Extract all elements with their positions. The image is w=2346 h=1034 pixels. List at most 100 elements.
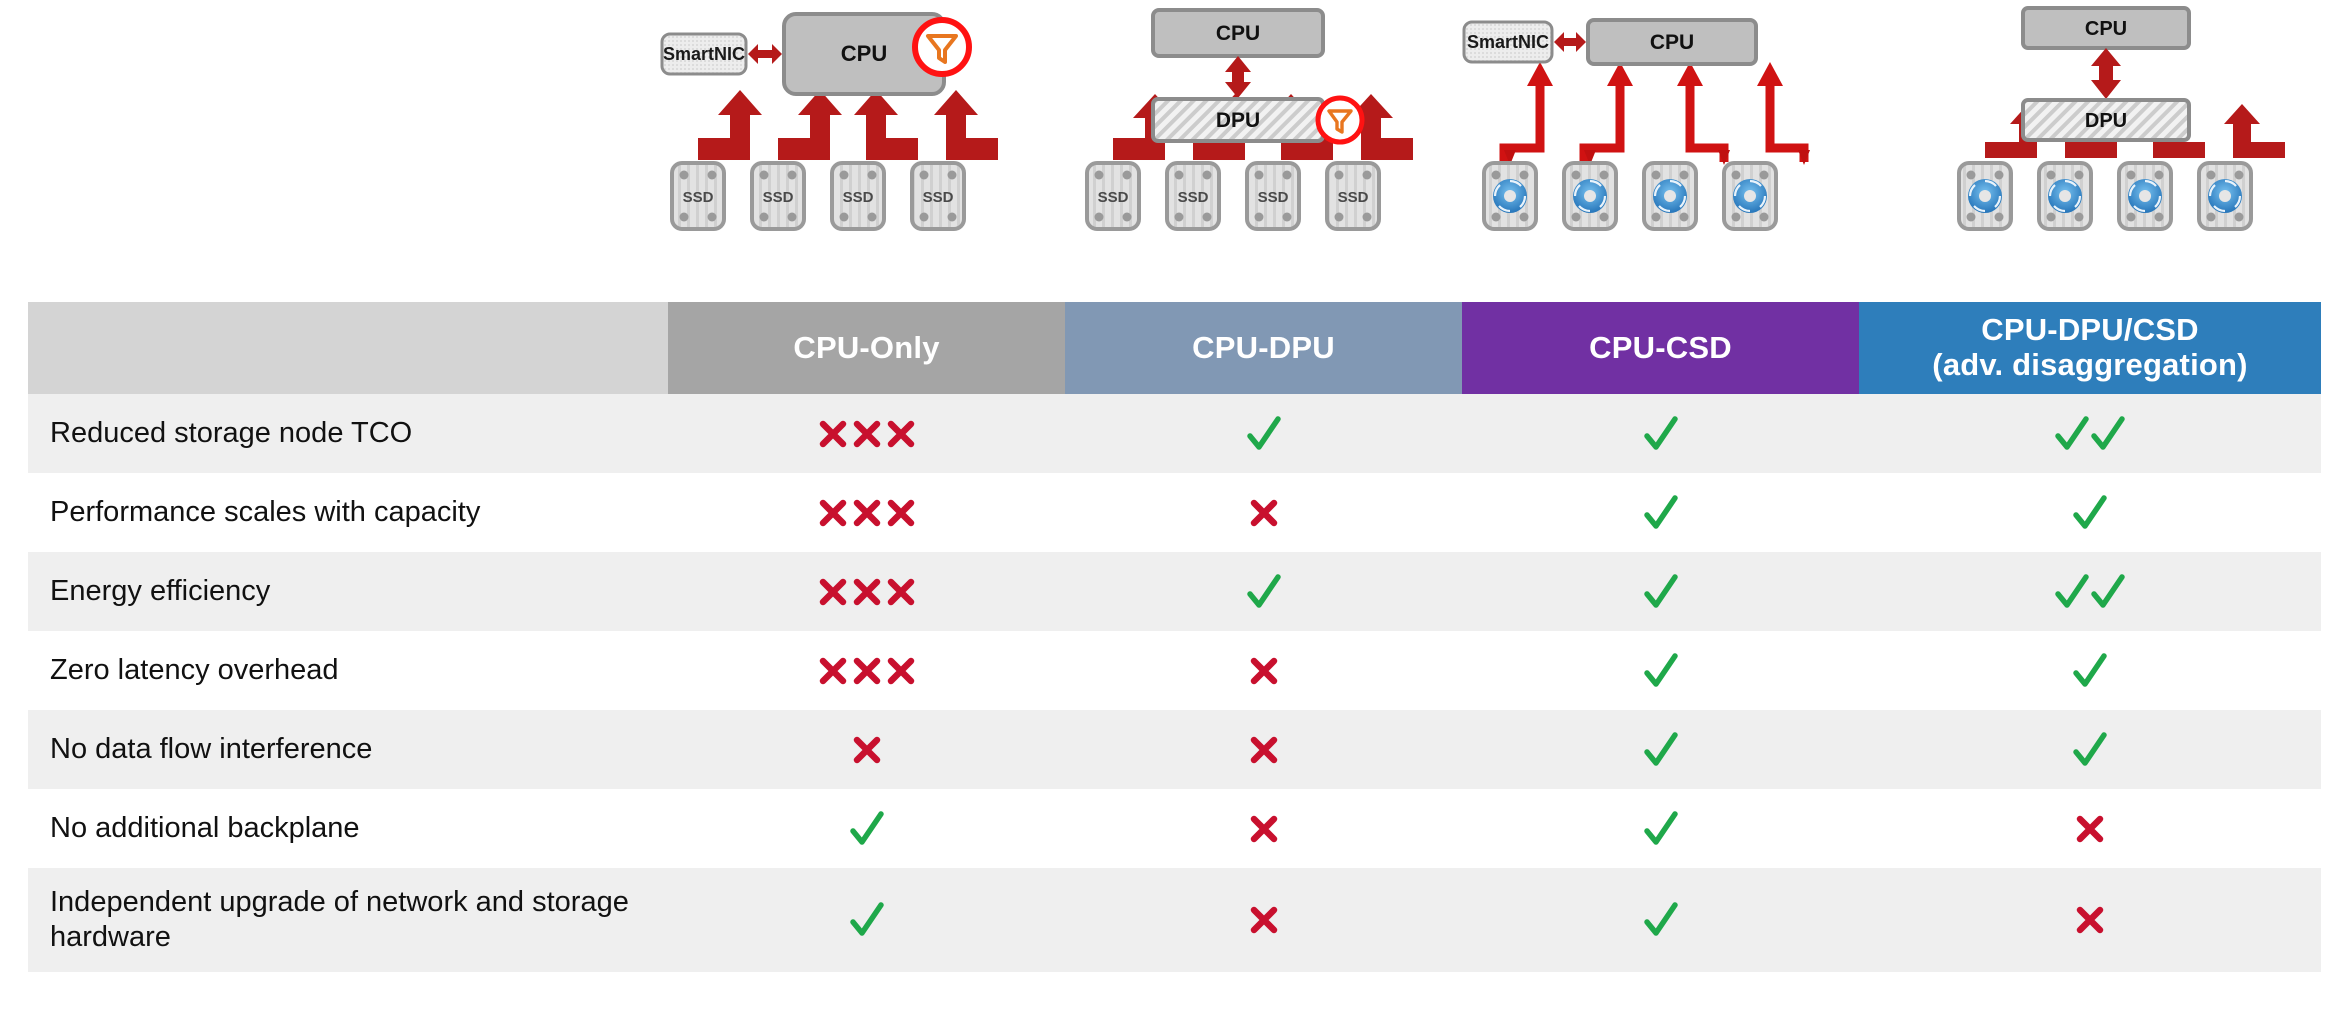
header-cpu-dpu-csd-line1: CPU-DPU/CSD xyxy=(1981,312,2199,348)
table-row: No data flow interference xyxy=(28,710,2321,789)
check-icon xyxy=(1643,572,1678,612)
rating-cell xyxy=(1462,394,1859,473)
rating-cell xyxy=(1859,552,2321,631)
rating-cell xyxy=(1065,473,1462,552)
row-label: Energy efficiency xyxy=(28,552,668,631)
cross-icon xyxy=(885,572,917,612)
row-label: No additional backplane xyxy=(28,789,668,868)
architecture-diagram-strip: SmartNIC CPU SSD xyxy=(0,0,2346,300)
check-icon xyxy=(1643,414,1678,454)
rating-cell xyxy=(1859,394,2321,473)
compute-swirl-icon xyxy=(2048,179,2082,213)
check-icon xyxy=(2073,493,2107,533)
header-cpu-dpu-csd: CPU-DPU/CSD (adv. disaggregation) xyxy=(1859,302,2321,394)
cross-icon xyxy=(851,414,883,454)
diagram-cpu-only: SmartNIC CPU SSD xyxy=(660,0,1040,300)
compute-swirl-icon xyxy=(2208,179,2242,213)
check-icon xyxy=(1643,809,1678,849)
check-icon xyxy=(1643,493,1678,533)
cross-icon xyxy=(1248,730,1280,770)
rating-cell xyxy=(1859,473,2321,552)
rating-cell xyxy=(1462,789,1859,868)
smartnic-box: SmartNIC xyxy=(1462,20,1554,64)
row-label: Independent upgrade of network and stora… xyxy=(28,868,668,972)
rating-cell xyxy=(668,631,1065,710)
header-blank xyxy=(28,302,668,394)
cpu-box: CPU xyxy=(1586,18,1758,66)
table-row: Performance scales with capacity xyxy=(28,473,2321,552)
compute-swirl-icon xyxy=(1493,179,1527,213)
header-cpu-dpu-csd-line2: (adv. disaggregation) xyxy=(1932,347,2248,382)
table-row: Zero latency overhead xyxy=(28,631,2321,710)
check-icon xyxy=(1246,572,1281,612)
csd-inbound-arrowheads xyxy=(1504,150,1810,165)
table-row: Independent upgrade of network and stora… xyxy=(28,868,2321,972)
csd-drive xyxy=(1482,161,1538,231)
ssd-drive-group: SSD SSD SSD SSD xyxy=(1085,161,1381,231)
csd-drive xyxy=(1722,161,1778,231)
cpu-label: CPU xyxy=(2085,18,2127,40)
rating-cell xyxy=(668,552,1065,631)
rating-cell xyxy=(1859,868,2321,972)
dpu-box: DPU xyxy=(2021,98,2191,142)
check-icon xyxy=(849,900,884,940)
rating-cell xyxy=(1065,631,1462,710)
diagram-cpu-dpu: CPU DPU SSD xyxy=(1075,0,1455,300)
compute-swirl-icon xyxy=(1968,179,2002,213)
cross-icon xyxy=(885,414,917,454)
ssd-label: SSD xyxy=(1178,189,1209,206)
csd-drive xyxy=(2117,161,2173,231)
rating-cell xyxy=(1065,868,1462,972)
check-icon xyxy=(1643,730,1678,770)
compute-swirl-icon xyxy=(1733,179,1767,213)
rating-cell xyxy=(1065,552,1462,631)
csd-drive xyxy=(1562,161,1618,231)
cross-icon xyxy=(1248,493,1280,533)
smartnic-label: SmartNIC xyxy=(663,44,745,64)
ssd-label: SSD xyxy=(1258,189,1289,206)
smartnic-label: SmartNIC xyxy=(1467,32,1549,52)
csd-drive-group xyxy=(1957,161,2253,231)
check-icon xyxy=(849,809,884,849)
rating-cell xyxy=(1462,631,1859,710)
smartnic-cpu-link-arrow xyxy=(748,44,782,64)
diagram-cpu-dpu-csd: CPU DPU xyxy=(1945,0,2325,300)
ssd-label: SSD xyxy=(923,189,954,206)
rating-cell xyxy=(1462,868,1859,972)
dpu-box: DPU xyxy=(1151,97,1325,143)
check-icon xyxy=(1246,414,1281,454)
rating-cell xyxy=(1065,710,1462,789)
cross-icon xyxy=(817,572,849,612)
table-row: Reduced storage node TCO xyxy=(28,394,2321,473)
csd-drive xyxy=(2037,161,2093,231)
funnel-icon xyxy=(912,17,972,77)
cpu-dpu-link-arrow xyxy=(2091,48,2121,99)
rating-cell xyxy=(1859,631,2321,710)
cpu-dpu-link-arrow xyxy=(1225,56,1251,98)
check-icon xyxy=(2055,572,2089,612)
csd-drive xyxy=(1957,161,2013,231)
rating-cell xyxy=(668,394,1065,473)
row-label: No data flow interference xyxy=(28,710,668,789)
ssd-drive-group: SSD SSD SSD SSD xyxy=(670,161,966,231)
check-icon xyxy=(2073,730,2107,770)
data-flow-arrowheads xyxy=(1527,62,1783,86)
check-icon xyxy=(1643,900,1678,940)
cross-icon xyxy=(817,414,849,454)
cross-icon xyxy=(851,730,883,770)
rating-cell xyxy=(1065,789,1462,868)
cpu-box: CPU xyxy=(2021,6,2191,50)
ssd-label: SSD xyxy=(763,189,794,206)
cross-icon xyxy=(817,651,849,691)
csd-drive-group xyxy=(1482,161,1778,231)
cross-icon xyxy=(817,493,849,533)
cross-icon xyxy=(1248,809,1280,849)
smartnic-cpu-link-arrow xyxy=(1554,32,1586,52)
cross-icon xyxy=(1248,900,1280,940)
table-row: Energy efficiency xyxy=(28,552,2321,631)
funnel-icon xyxy=(1315,95,1365,145)
compute-swirl-icon xyxy=(1573,179,1607,213)
rating-cell xyxy=(668,789,1065,868)
table-header-row: CPU-Only CPU-DPU CPU-CSD CPU-DPU/CSD (ad… xyxy=(28,302,2321,394)
cpu-label: CPU xyxy=(1650,31,1694,54)
